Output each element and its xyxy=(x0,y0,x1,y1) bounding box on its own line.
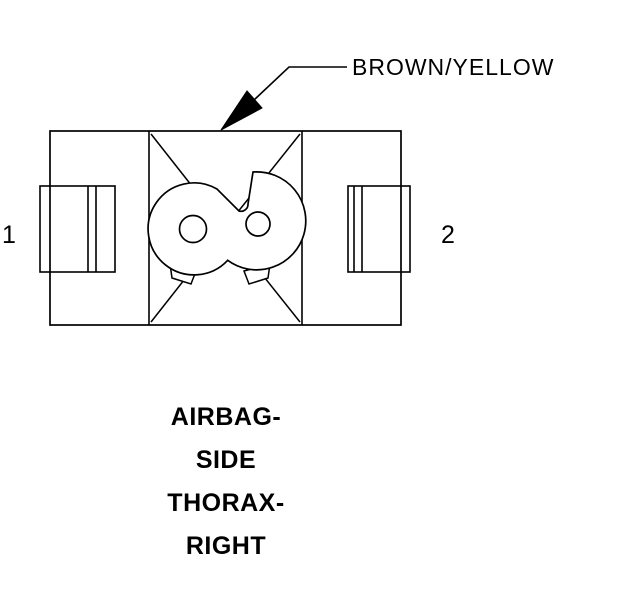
terminal-hole-2 xyxy=(245,211,271,237)
caption-line: THORAX- xyxy=(167,489,285,517)
caption-line: SIDE xyxy=(195,446,257,474)
wire-color-label: BROWN/YELLOW xyxy=(352,54,555,80)
terminal-hole-1 xyxy=(178,214,208,244)
caption-line: AIRBAG- xyxy=(170,403,282,431)
seal-shape xyxy=(147,171,307,276)
leader-line xyxy=(253,66,347,101)
arrowhead-icon xyxy=(220,90,263,131)
connector-caption: AIRBAG- SIDE THORAX- RIGHT xyxy=(116,396,336,568)
left-latch-tab xyxy=(39,185,116,273)
right-latch-tab xyxy=(347,185,411,273)
connector-body-outline xyxy=(49,130,402,326)
caption-line: RIGHT xyxy=(185,532,267,560)
pin-2-label: 2 xyxy=(441,221,455,249)
pin-1-label: 1 xyxy=(2,221,16,249)
